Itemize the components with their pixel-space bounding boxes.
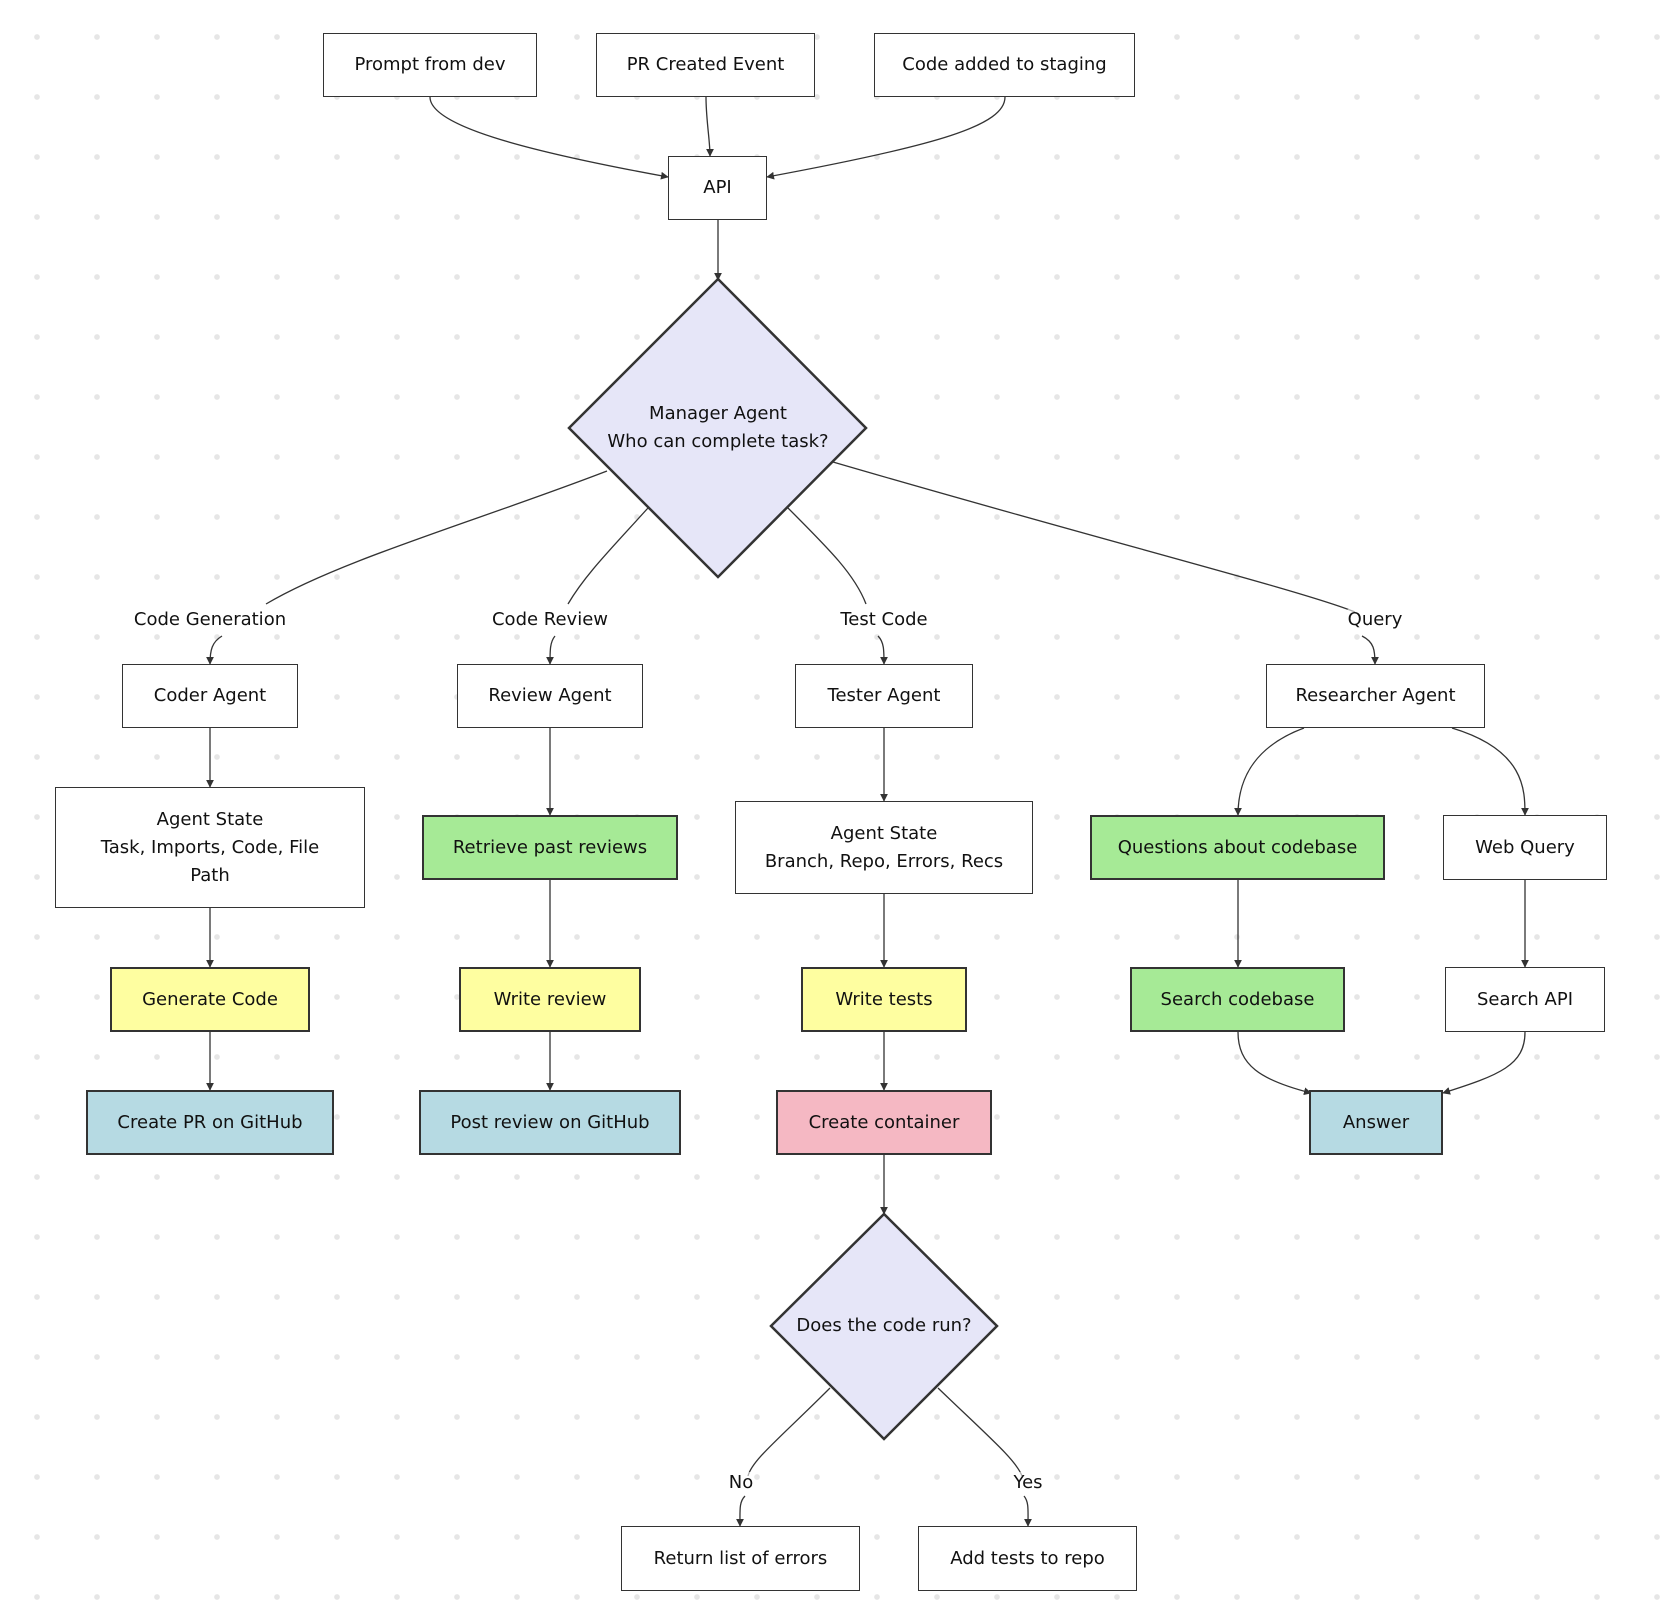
edge-label-code-generation: Code Generation (133, 609, 287, 631)
edge-label-test-code: Test Code (840, 609, 928, 631)
manager-agent-question: Who can complete task? (607, 431, 829, 452)
post-review-on-github-node: Post review on GitHub (419, 1090, 681, 1155)
write-review-node: Write review (459, 967, 641, 1032)
edge-manager-test (787, 507, 867, 605)
edge-label-query: Query (1347, 609, 1403, 631)
prompt-from-dev-node: Prompt from dev (323, 33, 537, 97)
tester-agent-node: Tester Agent (795, 664, 973, 728)
edge-prompt-api (429, 96, 669, 180)
edge-label-code-review: Code Review (491, 609, 609, 631)
search-codebase-node: Search codebase (1130, 967, 1345, 1032)
review-agent-node: Review Agent (457, 664, 643, 728)
researcher-agent-node: Researcher Agent (1266, 664, 1485, 728)
coder-state-line2: Path (190, 864, 230, 886)
tester-state-line1: Branch, Repo, Errors, Recs (764, 850, 1004, 872)
add-tests-to-repo-node: Add tests to repo (918, 1526, 1137, 1591)
edge-codegen-coder (206, 635, 223, 665)
return-list-of-errors-node: Return list of errors (621, 1526, 860, 1591)
manager-agent-title: Manager Agent (649, 403, 787, 424)
manager-agent-label: Manager Agent Who can complete task? (569, 390, 867, 466)
tester-agent-state-node: Agent State Branch, Repo, Errors, Recs (735, 801, 1033, 894)
code-run-decision-diamond (769, 1212, 999, 1441)
create-pr-on-github-node: Create PR on GitHub (86, 1090, 334, 1155)
edge-decision-yes (937, 1387, 1023, 1477)
api-node: API (668, 156, 767, 220)
edge-researcher-questions (1234, 727, 1305, 816)
generate-code-node: Generate Code (110, 967, 310, 1032)
web-query-node: Web Query (1443, 815, 1607, 880)
pr-created-event-node: PR Created Event (596, 33, 815, 97)
edge-pr-api (705, 96, 714, 157)
questions-about-codebase-node: Questions about codebase (1090, 815, 1385, 880)
code-run-decision-label: Does the code run? (796, 1315, 972, 1336)
edge-manager-codegen (265, 470, 608, 605)
create-container-node: Create container (776, 1090, 992, 1155)
search-api-node: Search API (1445, 967, 1605, 1032)
write-tests-node: Write tests (801, 967, 967, 1032)
edge-decision-no (747, 1387, 831, 1477)
edge-staging-api (766, 96, 1006, 180)
edge-manager-query (832, 461, 1356, 613)
edge-review-revagent (546, 635, 556, 665)
edge-researcher-web (1451, 727, 1529, 816)
tester-state-title: Agent State (830, 822, 938, 844)
edge-test-tester (877, 635, 888, 665)
coder-agent-node: Coder Agent (122, 664, 298, 728)
edge-search-answer (1237, 1031, 1312, 1096)
manager-decision-diamond (567, 277, 868, 579)
edge-label-no: No (728, 1472, 754, 1494)
coder-state-line1: Task, Imports, Code, File (100, 836, 320, 858)
answer-node: Answer (1309, 1090, 1443, 1155)
retrieve-past-reviews-node: Retrieve past reviews (422, 815, 678, 880)
edge-no-errors (736, 1495, 746, 1527)
edge-searchapi-answer (1442, 1031, 1526, 1095)
coder-agent-state-node: Agent State Task, Imports, Code, File Pa… (55, 787, 365, 908)
edge-manager-review (567, 507, 649, 605)
edge-query-researcher (1361, 635, 1379, 665)
edge-yes-addtests (1023, 1495, 1032, 1527)
edge-label-yes: Yes (1013, 1472, 1043, 1494)
code-added-to-staging-node: Code added to staging (874, 33, 1135, 97)
coder-state-title: Agent State (156, 808, 264, 830)
